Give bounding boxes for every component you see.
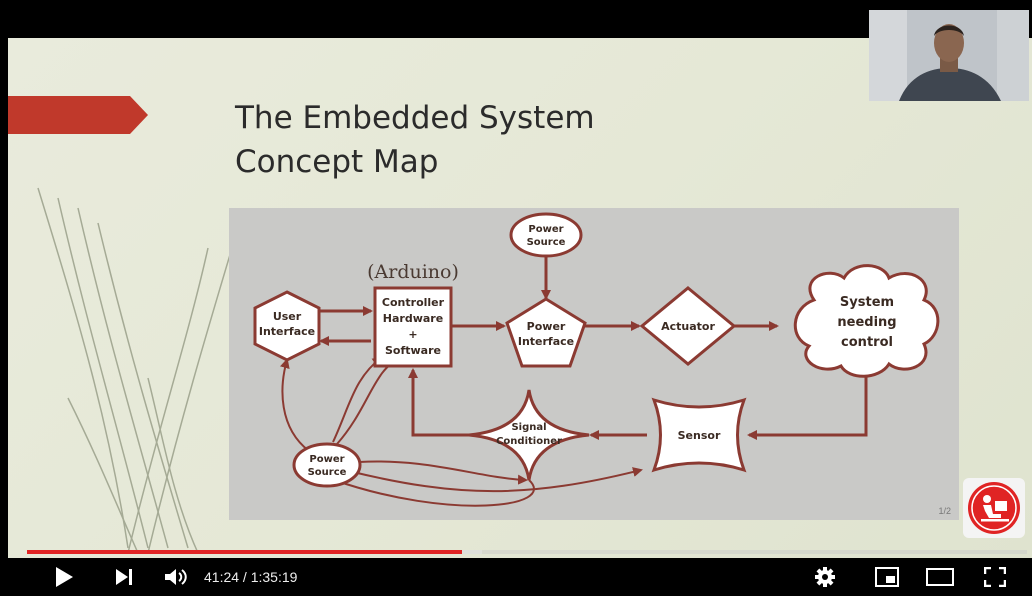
presenter-webcam-image — [869, 10, 1029, 101]
system-label-1: System — [840, 295, 894, 310]
settings-button[interactable] — [810, 558, 840, 596]
arduino-label: (Arduino) — [367, 261, 459, 283]
concept-map-svg: User Interface (Arduino) Controller Hard… — [253, 212, 951, 516]
user-interface-node — [253, 290, 321, 362]
system-node — [793, 264, 940, 378]
progress-played — [27, 550, 462, 554]
power-source-top-label-2: Source — [527, 237, 566, 248]
fullscreen-button[interactable] — [978, 558, 1012, 596]
video-top-bar — [0, 0, 1032, 38]
volume-icon — [165, 569, 187, 585]
fullscreen-icon — [984, 567, 1006, 587]
power-source-top-node — [509, 212, 583, 258]
actuator-label: Actuator — [661, 320, 715, 333]
controller-node — [373, 286, 453, 368]
progress-bar[interactable] — [27, 550, 1027, 554]
system-label-2: needing — [837, 315, 896, 330]
signal-conditioner-node — [468, 389, 590, 481]
channel-logo-icon — [968, 482, 1020, 534]
theater-mode-button[interactable] — [922, 558, 958, 596]
slide-frame: The Embedded System Concept Map — [8, 38, 1032, 558]
power-source-top-label-1: Power — [528, 224, 563, 235]
controller-label-3: + — [408, 328, 417, 341]
user-interface-label-1: User — [273, 310, 302, 323]
presenter-webcam — [869, 10, 1029, 101]
signal-conditioner-label-1: Signal — [511, 422, 546, 433]
slide-title-line-1: The Embedded System — [235, 100, 595, 136]
concept-map-diagram: User Interface (Arduino) Controller Hard… — [229, 208, 959, 520]
controller-label-2: Hardware — [383, 312, 443, 325]
current-time: 41:24 — [204, 569, 240, 585]
controller-label-4: Software — [385, 344, 441, 357]
power-source-bottom-node — [292, 442, 362, 488]
power-interface-label-1: Power — [527, 320, 566, 333]
slide-title-line-2: Concept Map — [235, 144, 439, 180]
time-display: 41:24 / 1:35:19 — [204, 558, 297, 596]
sensor-label: Sensor — [678, 429, 721, 442]
player-controls: 41:24 / 1:35:19 — [0, 558, 1032, 596]
settings-icon — [815, 567, 835, 587]
next-icon — [116, 569, 132, 585]
system-label-3: control — [841, 335, 893, 350]
user-interface-label-2: Interface — [259, 325, 315, 338]
slide-number: 1/2 — [938, 506, 951, 516]
slide-title: The Embedded System Concept Map — [235, 96, 795, 184]
diagram-connectors — [319, 256, 868, 440]
next-button[interactable] — [108, 558, 140, 596]
title-accent-arrow — [8, 96, 148, 134]
miniplayer-icon — [875, 567, 899, 587]
time-separator: / — [239, 569, 251, 585]
play-button[interactable] — [48, 558, 80, 596]
actuator-node — [639, 286, 737, 366]
controller-label-1: Controller — [382, 296, 445, 309]
power-source-bottom-label-1: Power — [309, 454, 344, 465]
power-source-bottom-label-2: Source — [308, 467, 347, 478]
duration: 1:35:19 — [250, 569, 298, 585]
volume-button[interactable] — [160, 558, 196, 596]
theater-icon — [926, 568, 954, 586]
signal-conditioner-label-2: Conditioner — [496, 436, 562, 447]
miniplayer-button[interactable] — [870, 558, 904, 596]
channel-logo[interactable] — [963, 478, 1025, 538]
power-interface-label-2: Interface — [518, 335, 574, 348]
slide-decoration — [37, 187, 239, 554]
power-interface-node — [505, 297, 587, 368]
sensor-node — [651, 397, 747, 473]
play-icon — [56, 567, 73, 587]
progress-buffer — [462, 550, 482, 554]
